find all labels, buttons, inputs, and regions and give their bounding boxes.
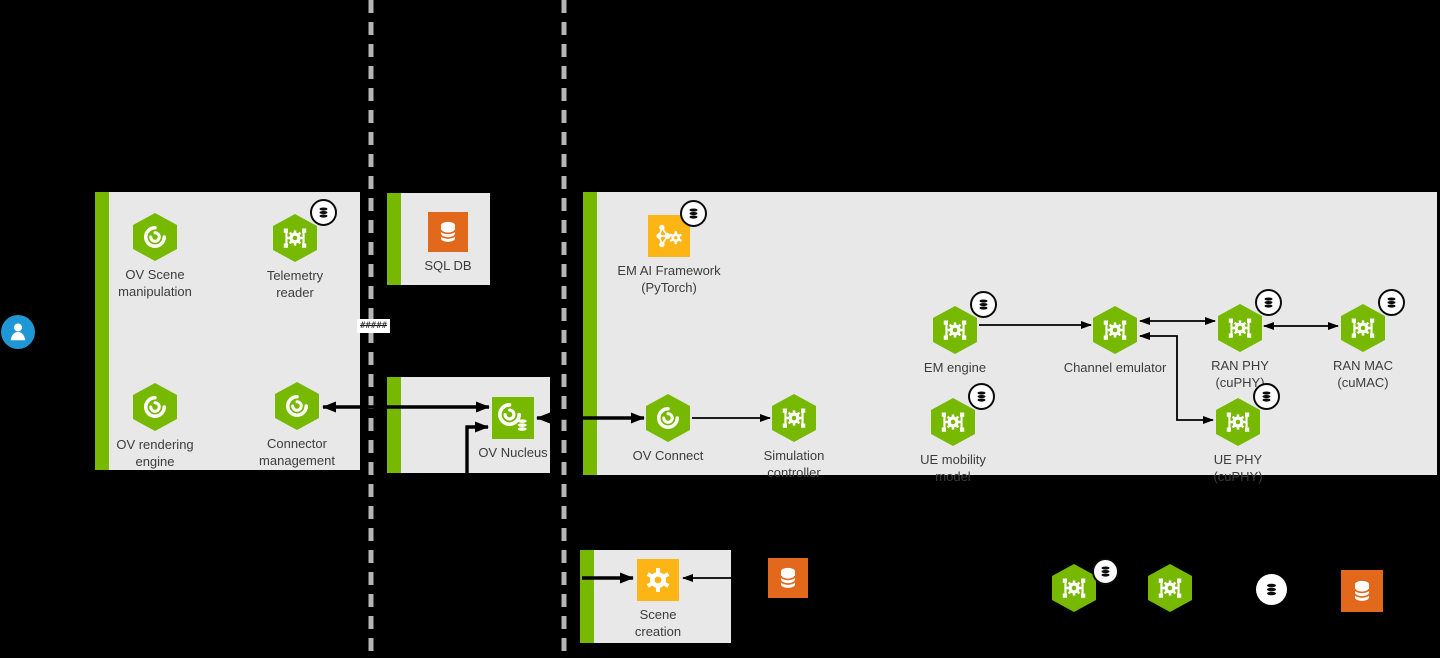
database-icon (768, 558, 808, 598)
gear-icon (637, 559, 679, 601)
database-badge-icon (968, 383, 995, 410)
database-icon (1341, 570, 1383, 612)
microservice-icon (273, 214, 317, 262)
node-ran-phy: RAN PHY (cuPHY) (1170, 289, 1310, 391)
node-label: RAN MAC (cuMAC) (1333, 358, 1393, 390)
node-ov-nucleus: OV Nucleus (443, 397, 583, 462)
legend-database-square (1292, 570, 1432, 612)
database-badge-icon (1255, 289, 1282, 316)
nucleus-icon (492, 397, 534, 439)
node-label: UE mobility model (920, 452, 986, 484)
microservice-icon (931, 398, 975, 446)
microservice-icon (1052, 564, 1096, 612)
node-ran-mac: RAN MAC (cuMAC) (1293, 289, 1433, 391)
node-label: OV Scene manipulation (118, 267, 192, 299)
user-icon (1, 315, 35, 349)
database-icon (428, 212, 468, 252)
microservice-icon (1218, 304, 1262, 352)
hash-tag: ##### (357, 319, 390, 333)
microservice-icon (1093, 306, 1137, 354)
database-badge-icon (1092, 558, 1119, 585)
database-badge-icon (970, 291, 997, 318)
node-label: EM AI Framework (PyTorch) (617, 263, 721, 295)
node-label: OV Nucleus (478, 445, 548, 460)
microservice-icon (1216, 398, 1260, 446)
database-badge-icon (310, 199, 337, 226)
node-label: Simulation controller (763, 448, 825, 480)
database-badge-icon (1378, 289, 1405, 316)
node-sql-db: SQL DB (378, 212, 518, 275)
node-label: SQL DB (424, 258, 472, 273)
node-scene-creation: Scene creation (588, 559, 728, 640)
node-ov-scene-manipulation: OV Scene manipulation (85, 213, 225, 300)
node-telemetry-reader: Telemetry reader (225, 199, 365, 301)
microservice-icon (933, 306, 977, 354)
node-em-engine: EM engine (885, 291, 1025, 377)
microservice-icon (1341, 304, 1385, 352)
node-channel-emulator: Channel emulator (1045, 306, 1185, 377)
standalone-database-icon (718, 558, 858, 598)
node-simulation-controller: Simulation controller (724, 394, 864, 481)
node-label: Telemetry reader (266, 268, 324, 300)
node-label: OV Connect (632, 448, 704, 463)
omniverse-icon (133, 213, 177, 261)
panel-simulation (583, 192, 1437, 475)
omniverse-icon (646, 394, 690, 442)
node-ue-phy: UE PHY (cuPHY) (1168, 383, 1308, 485)
node-label: OV rendering engine (116, 437, 194, 469)
legend-microservice (1100, 564, 1240, 612)
node-ue-mobility-model: UE mobility model (883, 383, 1023, 485)
database-badge-icon (680, 200, 707, 227)
legend-database-circle-icon (1256, 574, 1287, 605)
omniverse-icon (275, 382, 319, 430)
node-label: Connector management (259, 436, 335, 468)
database-badge-icon (1253, 383, 1280, 410)
node-label: Scene creation (634, 607, 682, 639)
microservice-icon (772, 394, 816, 442)
omniverse-icon (133, 383, 177, 431)
node-ov-rendering-engine: OV rendering engine (85, 383, 225, 470)
microservice-icon (1148, 564, 1192, 612)
node-label: RAN PHY (cuPHY) (1211, 358, 1269, 390)
node-label: EM engine (923, 360, 987, 375)
node-em-ai-framework: EM AI Framework (PyTorch) (599, 200, 739, 296)
node-connector-management: Connector management (227, 382, 367, 469)
node-label: UE PHY (cuPHY) (1213, 452, 1263, 484)
node-ov-connect: OV Connect (598, 394, 738, 465)
legend-microservice-with-db (1004, 558, 1144, 612)
